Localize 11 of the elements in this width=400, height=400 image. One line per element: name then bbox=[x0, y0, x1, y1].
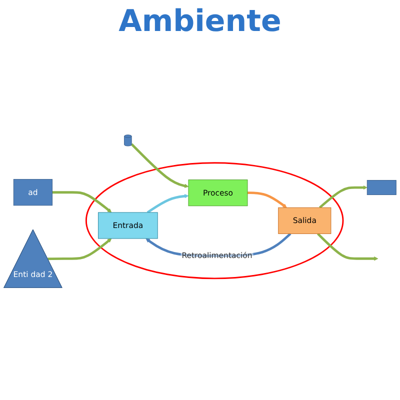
arrow bbox=[248, 191, 287, 208]
arrow bbox=[146, 194, 189, 214]
arrow bbox=[146, 232, 292, 257]
arrow bbox=[318, 185, 368, 208]
node-cylinder bbox=[124, 134, 132, 146]
title: Ambiente bbox=[118, 4, 282, 39]
arrow bbox=[48, 238, 112, 260]
arrow bbox=[316, 232, 378, 260]
arrow bbox=[130, 142, 189, 188]
node-box bbox=[366, 180, 396, 195]
arrow bbox=[52, 190, 112, 212]
